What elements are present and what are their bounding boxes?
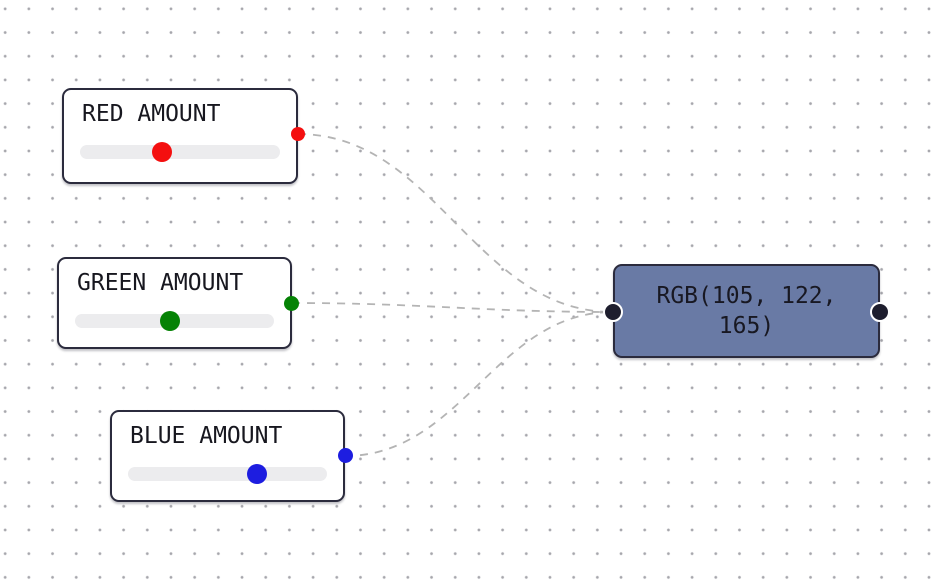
wire-blue-to-rgb[interactable] [344, 311, 614, 457]
rgb-output-port[interactable] [870, 302, 890, 322]
red-slider-thumb[interactable] [152, 142, 173, 162]
node-rgb-output[interactable]: RGB(105, 122, 165) [613, 264, 880, 358]
rgb-input-port[interactable] [603, 302, 623, 322]
blue-slider-track[interactable] [128, 464, 327, 484]
red-output-port[interactable] [291, 127, 305, 141]
wire-red-to-rgb[interactable] [297, 133, 614, 313]
node-green-amount[interactable]: GREEN AMOUNT [57, 257, 292, 349]
blue-slider-thumb[interactable] [246, 464, 267, 484]
node-blue-amount[interactable]: BLUE AMOUNT [110, 410, 345, 502]
green-slider-track[interactable] [75, 311, 274, 331]
blue-output-port[interactable] [338, 448, 353, 463]
node-title: GREEN AMOUNT [77, 270, 244, 296]
wire-green-to-rgb[interactable] [291, 302, 614, 313]
green-slider-thumb[interactable] [160, 311, 181, 331]
node-title: BLUE AMOUNT [130, 423, 283, 449]
rgb-value-label: RGB(105, 122, 165) [656, 283, 837, 339]
node-red-amount[interactable]: RED AMOUNT [62, 88, 298, 184]
green-output-port[interactable] [284, 296, 299, 311]
node-title: RED AMOUNT [82, 101, 221, 127]
red-slider-track[interactable] [80, 142, 280, 162]
